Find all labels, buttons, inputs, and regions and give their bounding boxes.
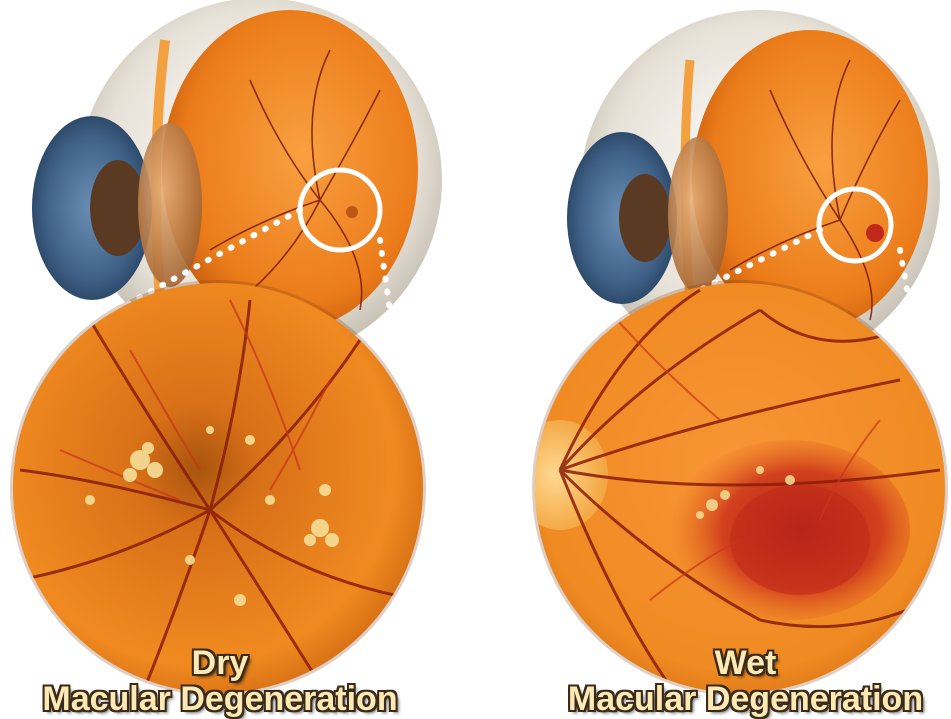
wet-caption: Wet Macular Degeneration [540,646,951,716]
dry-subtitle: Macular Degeneration [0,682,440,716]
wet-retina-closeup [512,280,948,700]
dry-caption: Dry Macular Degeneration [0,646,440,716]
dry-title: Dry [0,646,440,680]
dry-retina-closeup [10,280,426,700]
wet-title: Wet [540,646,951,680]
wet-subtitle: Macular Degeneration [540,682,951,716]
